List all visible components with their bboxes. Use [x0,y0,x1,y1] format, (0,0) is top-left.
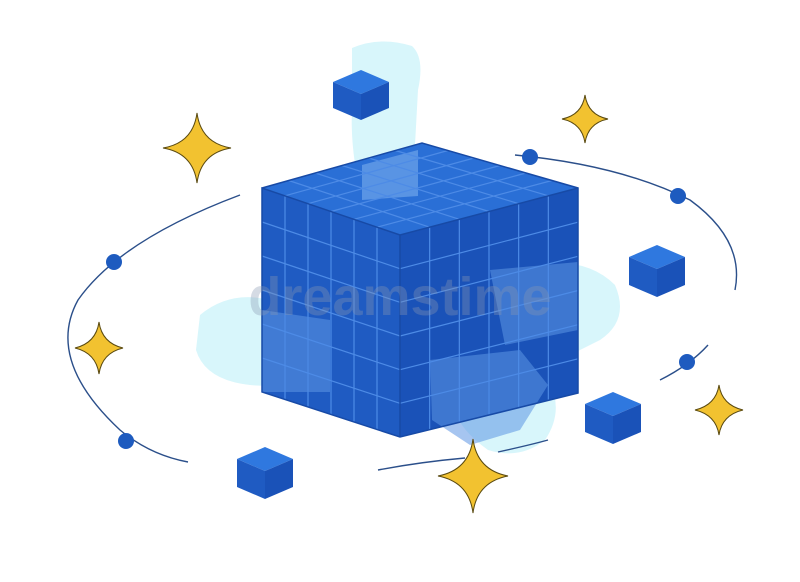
star-icon [694,384,744,436]
cutaway-left [262,310,330,392]
cube-icon [333,70,389,120]
cube-icon [629,245,685,297]
big-cube [261,142,579,445]
grid-line [261,357,401,404]
orbit-arc-left [67,194,241,463]
big-cube-grid [261,149,579,430]
cube-icon [585,392,641,444]
grid-line [399,358,579,404]
cutaway-right [490,262,578,345]
floating-cubes [237,70,685,499]
star-icon [74,321,124,375]
orbit-dot-icon [106,254,122,270]
orbit-dot-icon [670,188,686,204]
orbit-arc-bottom [377,457,466,471]
stars [74,94,744,514]
watermark-text: dreamstime [248,267,551,327]
orbit-dot-icon [679,354,695,370]
orbit-arc-bottom-right [497,439,549,453]
orbit-dot-icon [522,149,538,165]
orbit-dots [106,149,695,449]
cube-icon [237,447,293,499]
star-icon [162,112,232,184]
orbit-dot-icon [118,433,134,449]
star-icon [561,94,609,144]
grid-line [376,179,553,228]
star-icon [437,438,509,514]
